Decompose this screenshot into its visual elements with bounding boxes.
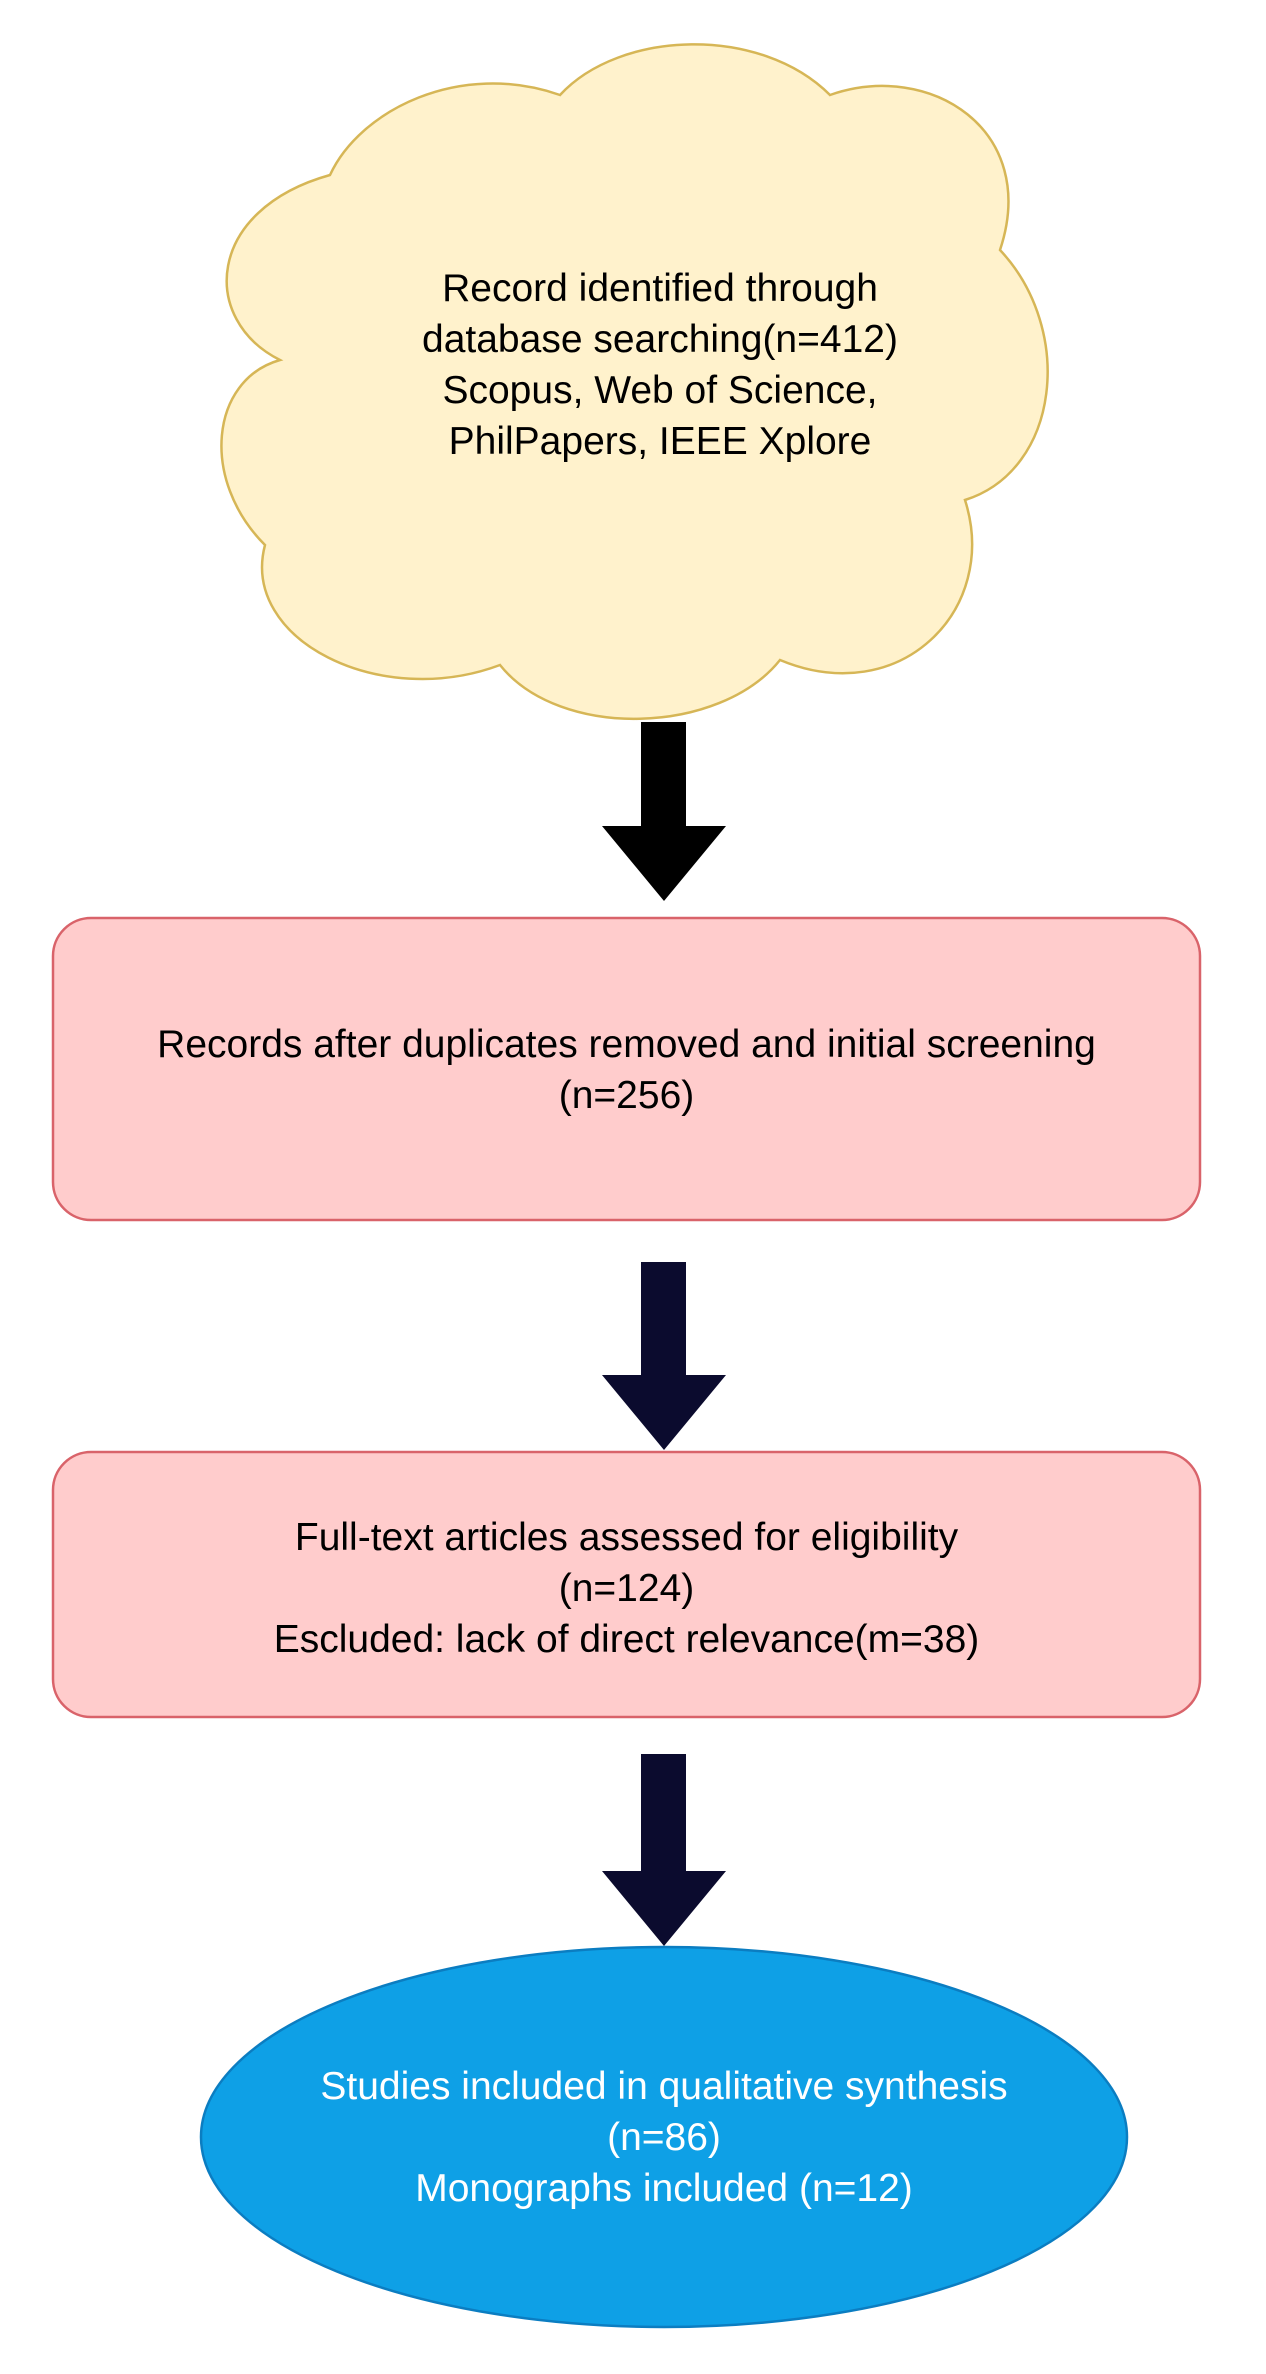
included-line-3: Monographs included (n=12)	[415, 2167, 913, 2210]
included-ellipse-shape	[199, 1945, 1129, 2329]
identification-line-4: PhilPapers, IEEE Xplore	[448, 420, 872, 463]
eligibility-line-3: Escluded: lack of direct relevance(m=38)	[273, 1617, 980, 1661]
eligibility-line-2: (n=124)	[558, 1566, 695, 1610]
screening-box-shape	[51, 916, 1202, 1222]
eligibility-line-1: Full-text articles assessed for eligibil…	[294, 1515, 959, 1559]
identification-line-3: Scopus, Web of Science,	[442, 369, 878, 412]
identification-cloud-shape	[220, 43, 1049, 721]
screening-node-label: Records after duplicates removed and ini…	[53, 1010, 1200, 1130]
screening-line-1: Records after duplicates removed and ini…	[157, 1023, 1096, 1066]
screening-line-2: (n=256)	[558, 1074, 695, 1117]
eligibility-node-label: Full-text articles assessed for eligibil…	[53, 1508, 1200, 1668]
included-line-2: (n=86)	[607, 2116, 721, 2159]
included-line-1: Studies included in qualitative synthesi…	[320, 2065, 1008, 2108]
eligibility-box-shape	[51, 1450, 1202, 1719]
identification-line-1: Record identified through	[442, 267, 878, 310]
arrow-eligibility-to-included	[602, 1754, 726, 1946]
identification-line-2: database searching(n=412)	[422, 318, 898, 361]
arrow-identification-to-screening	[602, 722, 726, 901]
arrow-screening-to-eligibility	[602, 1262, 726, 1450]
included-node-label: Studies included in qualitative synthesi…	[201, 2055, 1127, 2220]
identification-node-label: Record identified through database searc…	[320, 255, 1000, 475]
